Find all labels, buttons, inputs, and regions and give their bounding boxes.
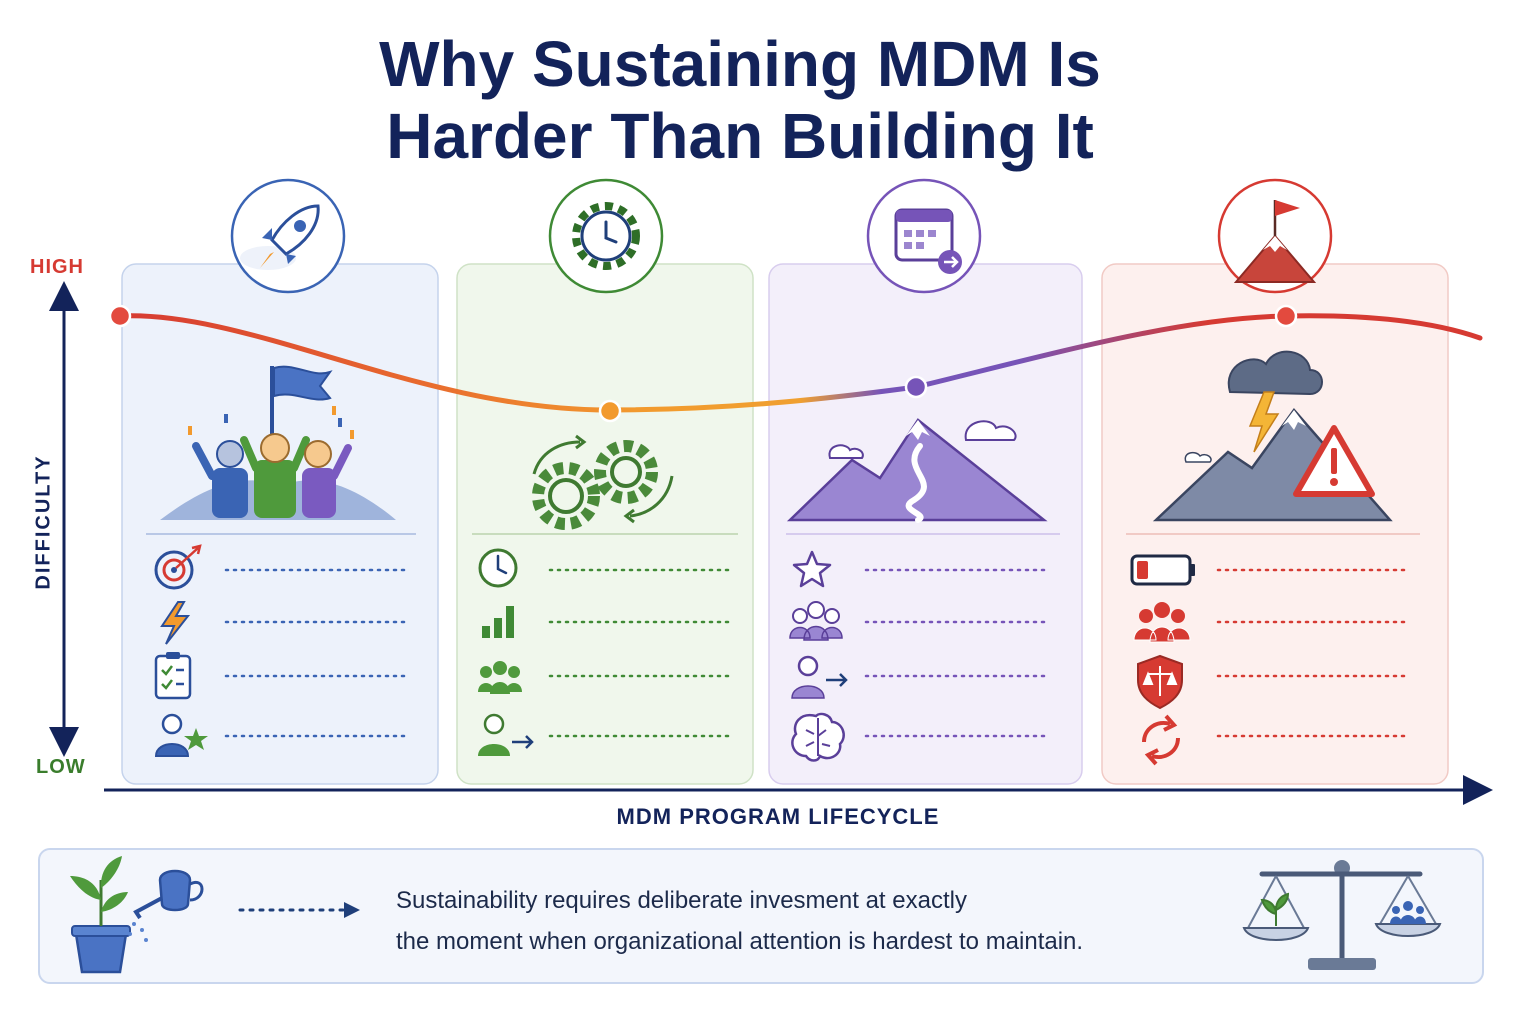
- x-axis-title: MDM PROGRAM LIFECYCLE: [616, 804, 940, 829]
- rocket-icon: [230, 178, 346, 294]
- team-icon: [789, 601, 843, 641]
- rotating-gears-icon: [472, 434, 738, 535]
- y-axis-low-label: LOW: [36, 756, 86, 778]
- shield-scales-icon: [1137, 654, 1183, 710]
- curve-point-3: [904, 375, 928, 399]
- stage-2-item-lines: [548, 568, 732, 738]
- mountain-path-icon: [786, 418, 1060, 535]
- checklist-icon: [154, 652, 192, 700]
- footer-callout: [38, 848, 1484, 984]
- curve-point-2: [598, 399, 622, 423]
- balance-scale-icon: [1242, 860, 1442, 970]
- footer-line-1: Sustainability requires deliberate inves…: [396, 887, 967, 914]
- person-arrow-icon: [478, 713, 534, 756]
- difficulty-curve: [117, 313, 1483, 413]
- bar-chart-icon: [482, 606, 514, 638]
- mountain-flag-icon: [1217, 178, 1333, 294]
- footer-line-2: the moment when organizational attention…: [396, 928, 1084, 955]
- brain-icon: [791, 712, 845, 762]
- watering-plant-icon: [70, 856, 204, 974]
- curve-point-4: [1274, 304, 1298, 328]
- footer-message: Sustainability requires deliberate inves…: [396, 880, 1216, 962]
- person-arrow-icon: [791, 655, 848, 699]
- curve-point-1: [108, 304, 132, 328]
- title-line-1: Why Sustaining MDM Is: [379, 28, 1101, 100]
- team-celebration-icon: [146, 365, 416, 535]
- person-star-icon: [154, 713, 208, 757]
- stage-1-item-lines: [224, 568, 412, 738]
- lightning-bolt-icon: [160, 601, 191, 645]
- target-icon: [154, 544, 202, 590]
- stage-4-item-lines: [1216, 568, 1412, 738]
- title-line-2: Harder Than Building It: [386, 100, 1094, 172]
- storm-mountain-warning-icon: [1126, 350, 1420, 535]
- y-axis-high-label: HIGH: [30, 256, 84, 278]
- star-icon: [792, 550, 832, 588]
- arrow-icon: [238, 902, 360, 918]
- calendar-arrow-icon: [866, 178, 982, 294]
- page-title: Why Sustaining MDM Is Harder Than Buildi…: [0, 28, 1480, 172]
- stage-3-item-lines: [864, 568, 1050, 738]
- clock-icon: [478, 548, 518, 588]
- gear-clock-icon: [548, 178, 664, 294]
- refresh-icon: [1142, 714, 1180, 766]
- low-battery-icon: [1130, 554, 1195, 586]
- team-icon: [478, 661, 522, 694]
- team-icon: [1133, 602, 1191, 643]
